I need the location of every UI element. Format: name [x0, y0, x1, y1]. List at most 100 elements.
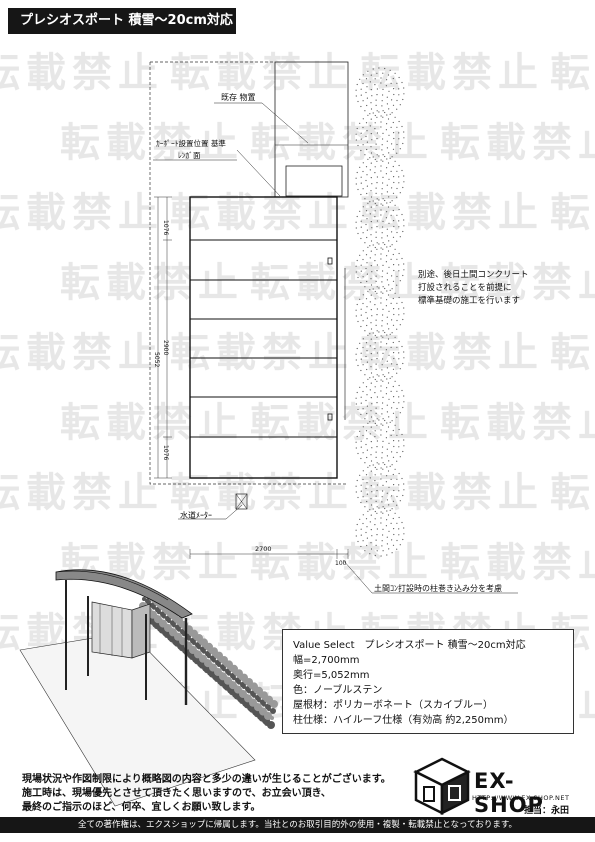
shrub-dot — [365, 78, 368, 80]
shrub-dot — [382, 154, 384, 156]
shrub-dot — [390, 170, 392, 172]
bush-blob — [167, 619, 171, 623]
shrub-dot — [392, 368, 395, 370]
shrub-dot — [370, 548, 373, 550]
shrub-dot — [382, 534, 384, 536]
shrub-dot — [371, 447, 373, 449]
shrub-dot — [394, 468, 396, 470]
bush-blob — [209, 649, 213, 654]
carport-roof — [189, 196, 338, 479]
shrub-dot — [390, 258, 392, 260]
bush-blob — [262, 702, 266, 707]
shrub-dot — [380, 467, 382, 469]
shrub-dot — [375, 412, 377, 414]
shrub-dot — [372, 156, 374, 158]
watermark-text: 転載禁止 — [60, 120, 244, 166]
shrub-dot — [381, 188, 383, 190]
shrub-dot — [376, 330, 378, 332]
meter-leader — [225, 504, 243, 520]
shrub-dot — [403, 225, 405, 227]
shrub-dot — [357, 232, 359, 235]
shrub-dot — [376, 314, 378, 316]
spec-pillar: 柱仕様：ハイルーフ仕様（有効高 約2,250mm） — [293, 715, 514, 726]
shrub-dot — [370, 309, 372, 311]
shrub-dot — [382, 484, 384, 486]
shrub-dot — [390, 82, 392, 84]
shrub-dot — [385, 525, 387, 527]
shrub-dot — [362, 294, 364, 296]
shrub-dot — [366, 405, 368, 407]
shrub-dot — [382, 292, 384, 294]
shrub-dot — [403, 401, 405, 403]
shrub-dot — [374, 510, 376, 513]
note-line: 標準基礎の施工を行います — [418, 296, 521, 306]
shrub-dot — [375, 104, 377, 106]
shrub-dot — [365, 386, 368, 388]
shrub-dot — [396, 187, 398, 190]
shrub-dot — [398, 270, 400, 272]
shrub-dot — [370, 504, 373, 506]
shrub-dot — [375, 275, 377, 277]
shrub-dot — [362, 434, 364, 437]
existing-shed-base — [285, 165, 343, 197]
shrub-dot — [367, 114, 369, 116]
shrub-dot — [381, 276, 383, 278]
shrub-dot — [355, 265, 357, 267]
shrub-dot — [381, 193, 383, 195]
shrub-dot — [362, 426, 364, 428]
shrub-dot — [355, 221, 357, 223]
shrub-dot — [403, 87, 405, 89]
bush-blob — [172, 623, 176, 628]
watermark-text: 転載禁止 — [0, 50, 164, 96]
shrub-dot — [355, 95, 357, 97]
shrub-dot — [386, 475, 388, 477]
shrub-dot — [382, 176, 384, 178]
shrub-dot — [381, 408, 383, 410]
shrub-dot — [374, 474, 376, 476]
shrub-dot — [365, 298, 368, 300]
shrub-dot — [364, 110, 366, 112]
person-in-charge: 担当：永田 — [524, 806, 570, 816]
shrub-dot — [376, 198, 378, 200]
shrub-dot — [374, 480, 376, 482]
shrub-dot — [391, 451, 393, 453]
shrub-dot — [403, 175, 405, 177]
shrub-dot — [403, 445, 405, 447]
shrub-dot — [366, 104, 368, 107]
shrub-dot — [360, 369, 362, 372]
bush-blob — [152, 605, 156, 610]
shrub-dot — [365, 531, 367, 534]
shrub-dot — [386, 167, 388, 169]
bush-blob — [254, 689, 258, 694]
shrub-dot — [366, 361, 368, 363]
shrub-dot — [366, 280, 368, 283]
shrub-dot — [359, 254, 361, 256]
shrub-dot — [375, 192, 377, 194]
shrub-dot — [392, 253, 394, 256]
shrub-dot — [370, 416, 373, 418]
shrub-dot — [401, 345, 403, 348]
shrub-dot — [380, 346, 382, 348]
shrub-dot — [370, 118, 372, 120]
bush-blob — [159, 605, 163, 610]
shrub-dot — [387, 514, 390, 516]
bush-blob — [197, 645, 201, 650]
shrub-dot — [392, 385, 394, 388]
shrub-dot — [367, 422, 369, 424]
shrub-dot — [392, 412, 395, 414]
perspective-illustration — [19, 569, 278, 807]
shrub-dot — [376, 468, 378, 470]
shrub-dot — [391, 112, 393, 114]
shrub-dot — [360, 138, 362, 140]
shrub-dot — [386, 404, 388, 406]
shrub-dot — [387, 206, 390, 208]
shrub-dot — [375, 544, 377, 547]
shrub-dot — [371, 403, 373, 405]
shrub-dot — [364, 242, 366, 244]
bush-blob — [257, 698, 261, 703]
shrub-dot — [362, 338, 364, 340]
shrub-dot — [394, 292, 396, 294]
shrub-dot — [389, 289, 391, 291]
shrub-dot — [380, 341, 382, 343]
shrub-dot — [374, 304, 376, 306]
